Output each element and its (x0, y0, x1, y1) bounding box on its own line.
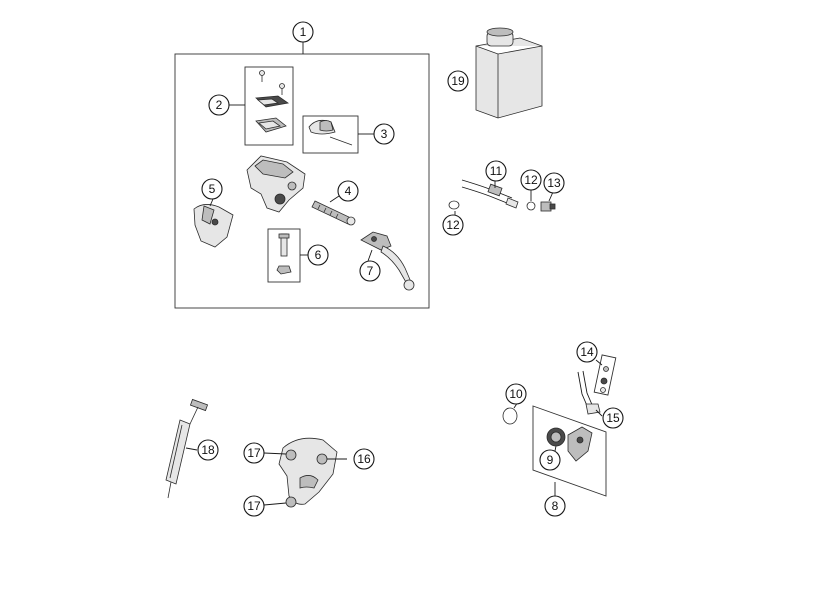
callout-1: 1 (292, 21, 314, 43)
callout-10: 10 (505, 383, 527, 405)
svg-text:1: 1 (300, 25, 307, 39)
svg-text:13: 13 (547, 176, 561, 190)
callout-11: 11 (485, 160, 507, 182)
hose-end-part (577, 370, 601, 415)
svg-text:12: 12 (524, 173, 538, 187)
callout-5: 5 (201, 178, 223, 200)
callout-12-upper: 12 (520, 169, 542, 191)
clutch-hose-part (461, 179, 519, 209)
bleeder-kit-part (593, 354, 617, 396)
svg-text:11: 11 (490, 164, 503, 178)
callout-13: 13 (543, 172, 565, 194)
svg-text:17: 17 (247, 499, 261, 513)
slave-housing-part (278, 437, 338, 508)
callout-3: 3 (373, 123, 395, 145)
svg-text:3: 3 (381, 127, 388, 141)
pivot-pin-part (276, 233, 292, 275)
slave-o-ring-part (502, 407, 518, 425)
assembly-frame (174, 53, 430, 309)
bleeding-syringe-part (165, 398, 209, 499)
svg-text:16: 16 (357, 452, 371, 466)
svg-text:10: 10 (509, 387, 523, 401)
slave-piston-part (546, 427, 566, 447)
svg-text:2: 2 (216, 98, 223, 112)
washer-part (526, 201, 536, 211)
callout-4: 4 (337, 180, 359, 202)
lever-cover-part (193, 204, 234, 248)
piston-kit-part (311, 200, 356, 226)
svg-text:19: 19 (451, 74, 465, 88)
callout-9: 9 (539, 449, 561, 471)
o-ring-part (448, 200, 460, 210)
callout-19: 19 (447, 70, 469, 92)
callout-18: 18 (197, 439, 219, 461)
svg-text:12: 12 (446, 218, 460, 232)
callout-6: 6 (307, 244, 329, 266)
callout-8: 8 (544, 495, 566, 517)
svg-text:18: 18 (201, 443, 215, 457)
svg-text:14: 14 (580, 345, 594, 359)
callout-17-upper: 17 (243, 442, 265, 464)
svg-text:4: 4 (345, 184, 352, 198)
svg-text:15: 15 (606, 411, 620, 425)
reservoir-cover-part (255, 70, 290, 133)
pin-kit-frame (267, 228, 301, 283)
handlebar-clamp-part (308, 119, 353, 146)
fluid-bottle-part (475, 27, 543, 119)
callout-15: 15 (602, 407, 624, 429)
clamp-kit-frame (302, 115, 359, 154)
callout-14: 14 (576, 341, 598, 363)
master-cylinder-body (246, 155, 306, 213)
cover-kit-frame (244, 66, 294, 146)
callout-12-lower: 12 (442, 214, 464, 236)
bleed-nipple-part (540, 201, 556, 212)
svg-text:7: 7 (367, 264, 374, 278)
callout-16: 16 (353, 448, 375, 470)
slave-cylinder-frame (532, 405, 607, 497)
svg-text:17: 17 (247, 446, 261, 460)
slave-cylinder-part (567, 426, 593, 462)
callout-17-lower: 17 (243, 495, 265, 517)
callout-7: 7 (359, 260, 381, 282)
svg-text:8: 8 (552, 499, 559, 513)
svg-text:6: 6 (315, 248, 322, 262)
callout-2: 2 (208, 94, 230, 116)
svg-text:5: 5 (209, 182, 216, 196)
svg-text:9: 9 (547, 453, 554, 467)
clutch-lever-part (360, 231, 415, 291)
